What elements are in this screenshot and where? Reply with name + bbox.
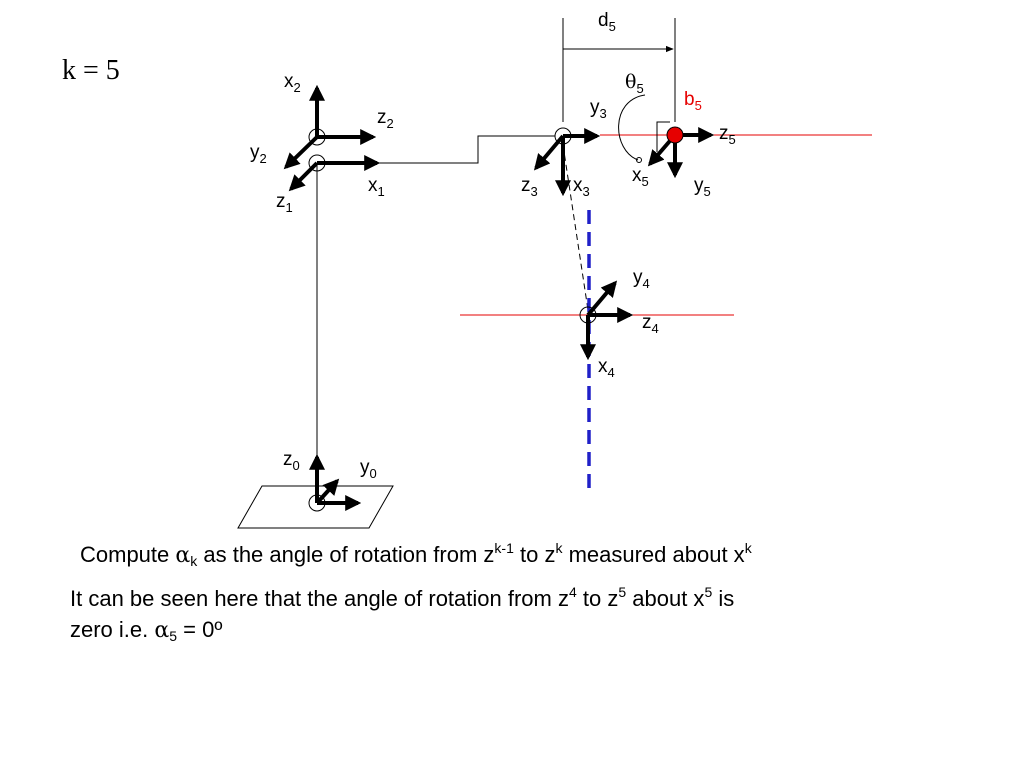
label-z2: z2 [377,107,394,131]
theta5-arc-end [636,157,642,163]
label-y2: y2 [250,142,267,166]
label-z3: z3 [521,175,538,199]
link-horizontal [327,135,555,164]
label-x3: x3 [573,175,590,199]
label-x5: x5 [632,165,649,189]
label-y5: y5 [694,175,711,199]
k-value-label: k = 5 [62,55,120,86]
label-z4: z4 [642,312,659,336]
label-b5: b5 [684,89,702,113]
label-d5: d5 [598,10,616,34]
label-y0: y0 [360,457,377,481]
y4-axis [586,280,618,317]
label-y3: y3 [590,97,607,121]
text-line-2: It can be seen here that the angle of ro… [70,584,735,611]
text-line-1: Compute αk as the angle of rotation from… [80,540,752,569]
link-dashed [562,144,589,311]
b5-bracket [656,121,670,152]
label-z1: z1 [276,191,293,215]
z3-axis [533,134,565,171]
label-x4: x4 [598,356,615,380]
label-x2: x2 [284,71,301,95]
z1-axis [288,161,319,192]
label-x1: x1 [368,175,385,199]
label-theta5: θ5 [625,71,644,96]
label-y4: y4 [633,267,650,291]
text-line-3: zero i.e. α5 = 0º [70,617,223,644]
x0-axis [315,478,340,505]
frame5-origin-dot [666,126,684,144]
label-z5: z5 [719,123,736,147]
theta5-arc [618,94,646,161]
base-platform [237,485,394,529]
y2-axis [283,135,319,170]
label-z0: z0 [283,449,300,473]
